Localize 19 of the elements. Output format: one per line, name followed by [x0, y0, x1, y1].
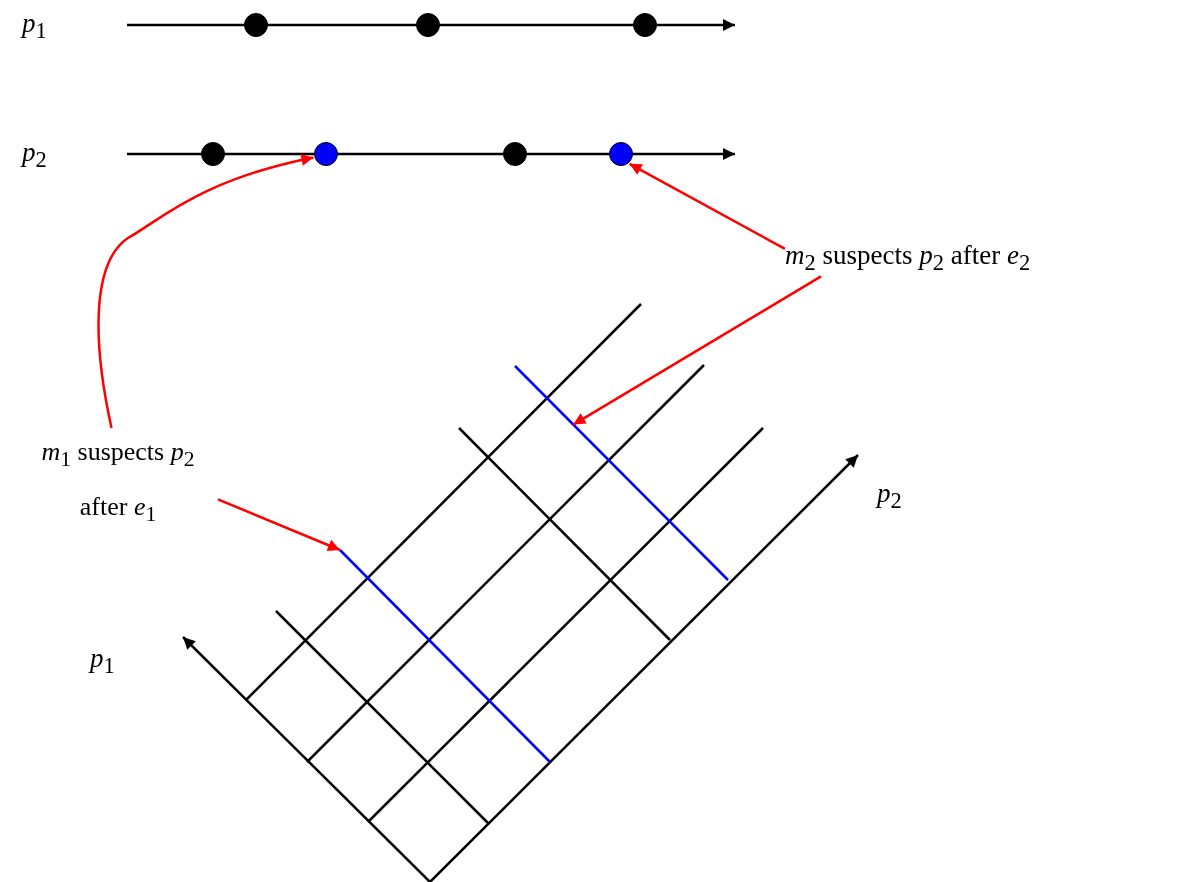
- cut-line: [514, 365, 729, 581]
- cut-line: [339, 549, 551, 763]
- event-dot: [201, 142, 225, 166]
- event-dot: [503, 142, 527, 166]
- arrow: [97, 154, 314, 429]
- arrow: [572, 275, 822, 426]
- event-dot: [244, 13, 268, 37]
- annotation-text: m$_{2}$ suspects p$_{2}$ after e$_{2}$: [785, 240, 1115, 277]
- event-dot: [416, 13, 440, 37]
- axis-label: p$_{1}$: [22, 8, 47, 45]
- arrow: [628, 162, 786, 251]
- event-dot: [633, 13, 657, 37]
- axis-label: p$_{1}$: [90, 643, 115, 680]
- annotation-text: m$_{1}$ suspects p$_{2}$ after e$_{1}$: [18, 428, 218, 539]
- arrow: [217, 498, 341, 552]
- event-dot: [609, 142, 633, 166]
- axis-label: p$_{2}$: [22, 137, 47, 174]
- event-dot: [314, 142, 338, 166]
- axis-label: p$_{2}$: [877, 478, 902, 515]
